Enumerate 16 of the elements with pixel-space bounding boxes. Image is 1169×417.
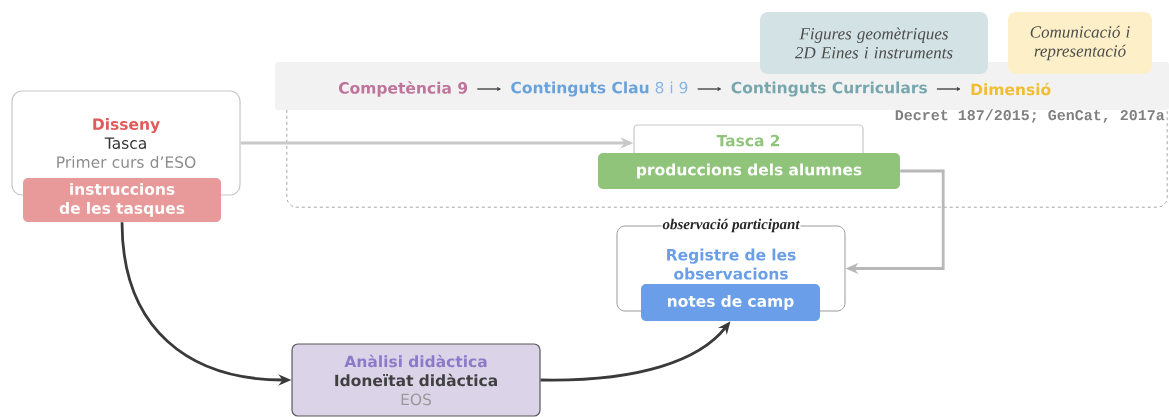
note-box: Figures geomètriques 2D Eines i instruments	[760, 12, 988, 74]
analysis-box: Anàlisi didàctica Idoneïtat didàctica EOS	[291, 343, 541, 417]
arrow	[697, 87, 722, 91]
arrow	[476, 87, 501, 91]
production-box: produccions dels alumnes	[598, 153, 900, 189]
band-item: Competència 9	[339, 81, 468, 97]
dashed-frame	[286, 109, 1168, 208]
instruction-box: instruccions de les tasques	[23, 178, 221, 222]
band-item: Continguts Curriculars	[731, 81, 927, 97]
node-heading: observació participant	[661, 217, 801, 234]
citation: Decret 187/2015; GenCat, 2017a	[895, 109, 1165, 123]
notes-box: notes de camp	[641, 284, 820, 321]
note-box: Comunicació i representació	[1008, 12, 1152, 74]
arrow	[936, 87, 961, 91]
band-item: Dimensió	[971, 82, 1051, 96]
band-item: Continguts Clau 8 i 9	[511, 81, 688, 97]
